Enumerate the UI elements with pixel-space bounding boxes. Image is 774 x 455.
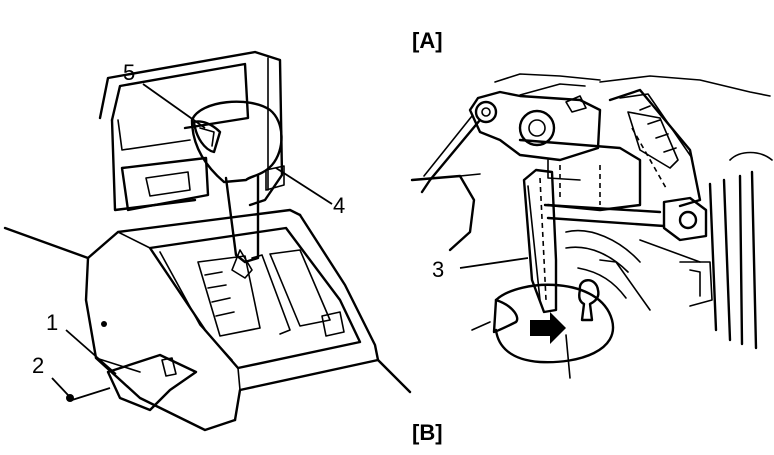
shift-mechanism-illustration (410, 73, 773, 379)
shift-console-illustration (3, 50, 412, 432)
callout-3: 3 (432, 257, 444, 282)
arrow-right-icon (530, 312, 566, 344)
callout-1: 1 (46, 310, 58, 335)
callout-leader-3 (459, 257, 529, 269)
panel-label-b: [B] (412, 420, 443, 445)
panel-label-a: [A] (412, 28, 443, 53)
callout-4: 4 (333, 193, 345, 218)
callout-2: 2 (32, 353, 44, 378)
callout-leaders-left (51, 83, 333, 402)
callout-5: 5 (123, 60, 135, 85)
